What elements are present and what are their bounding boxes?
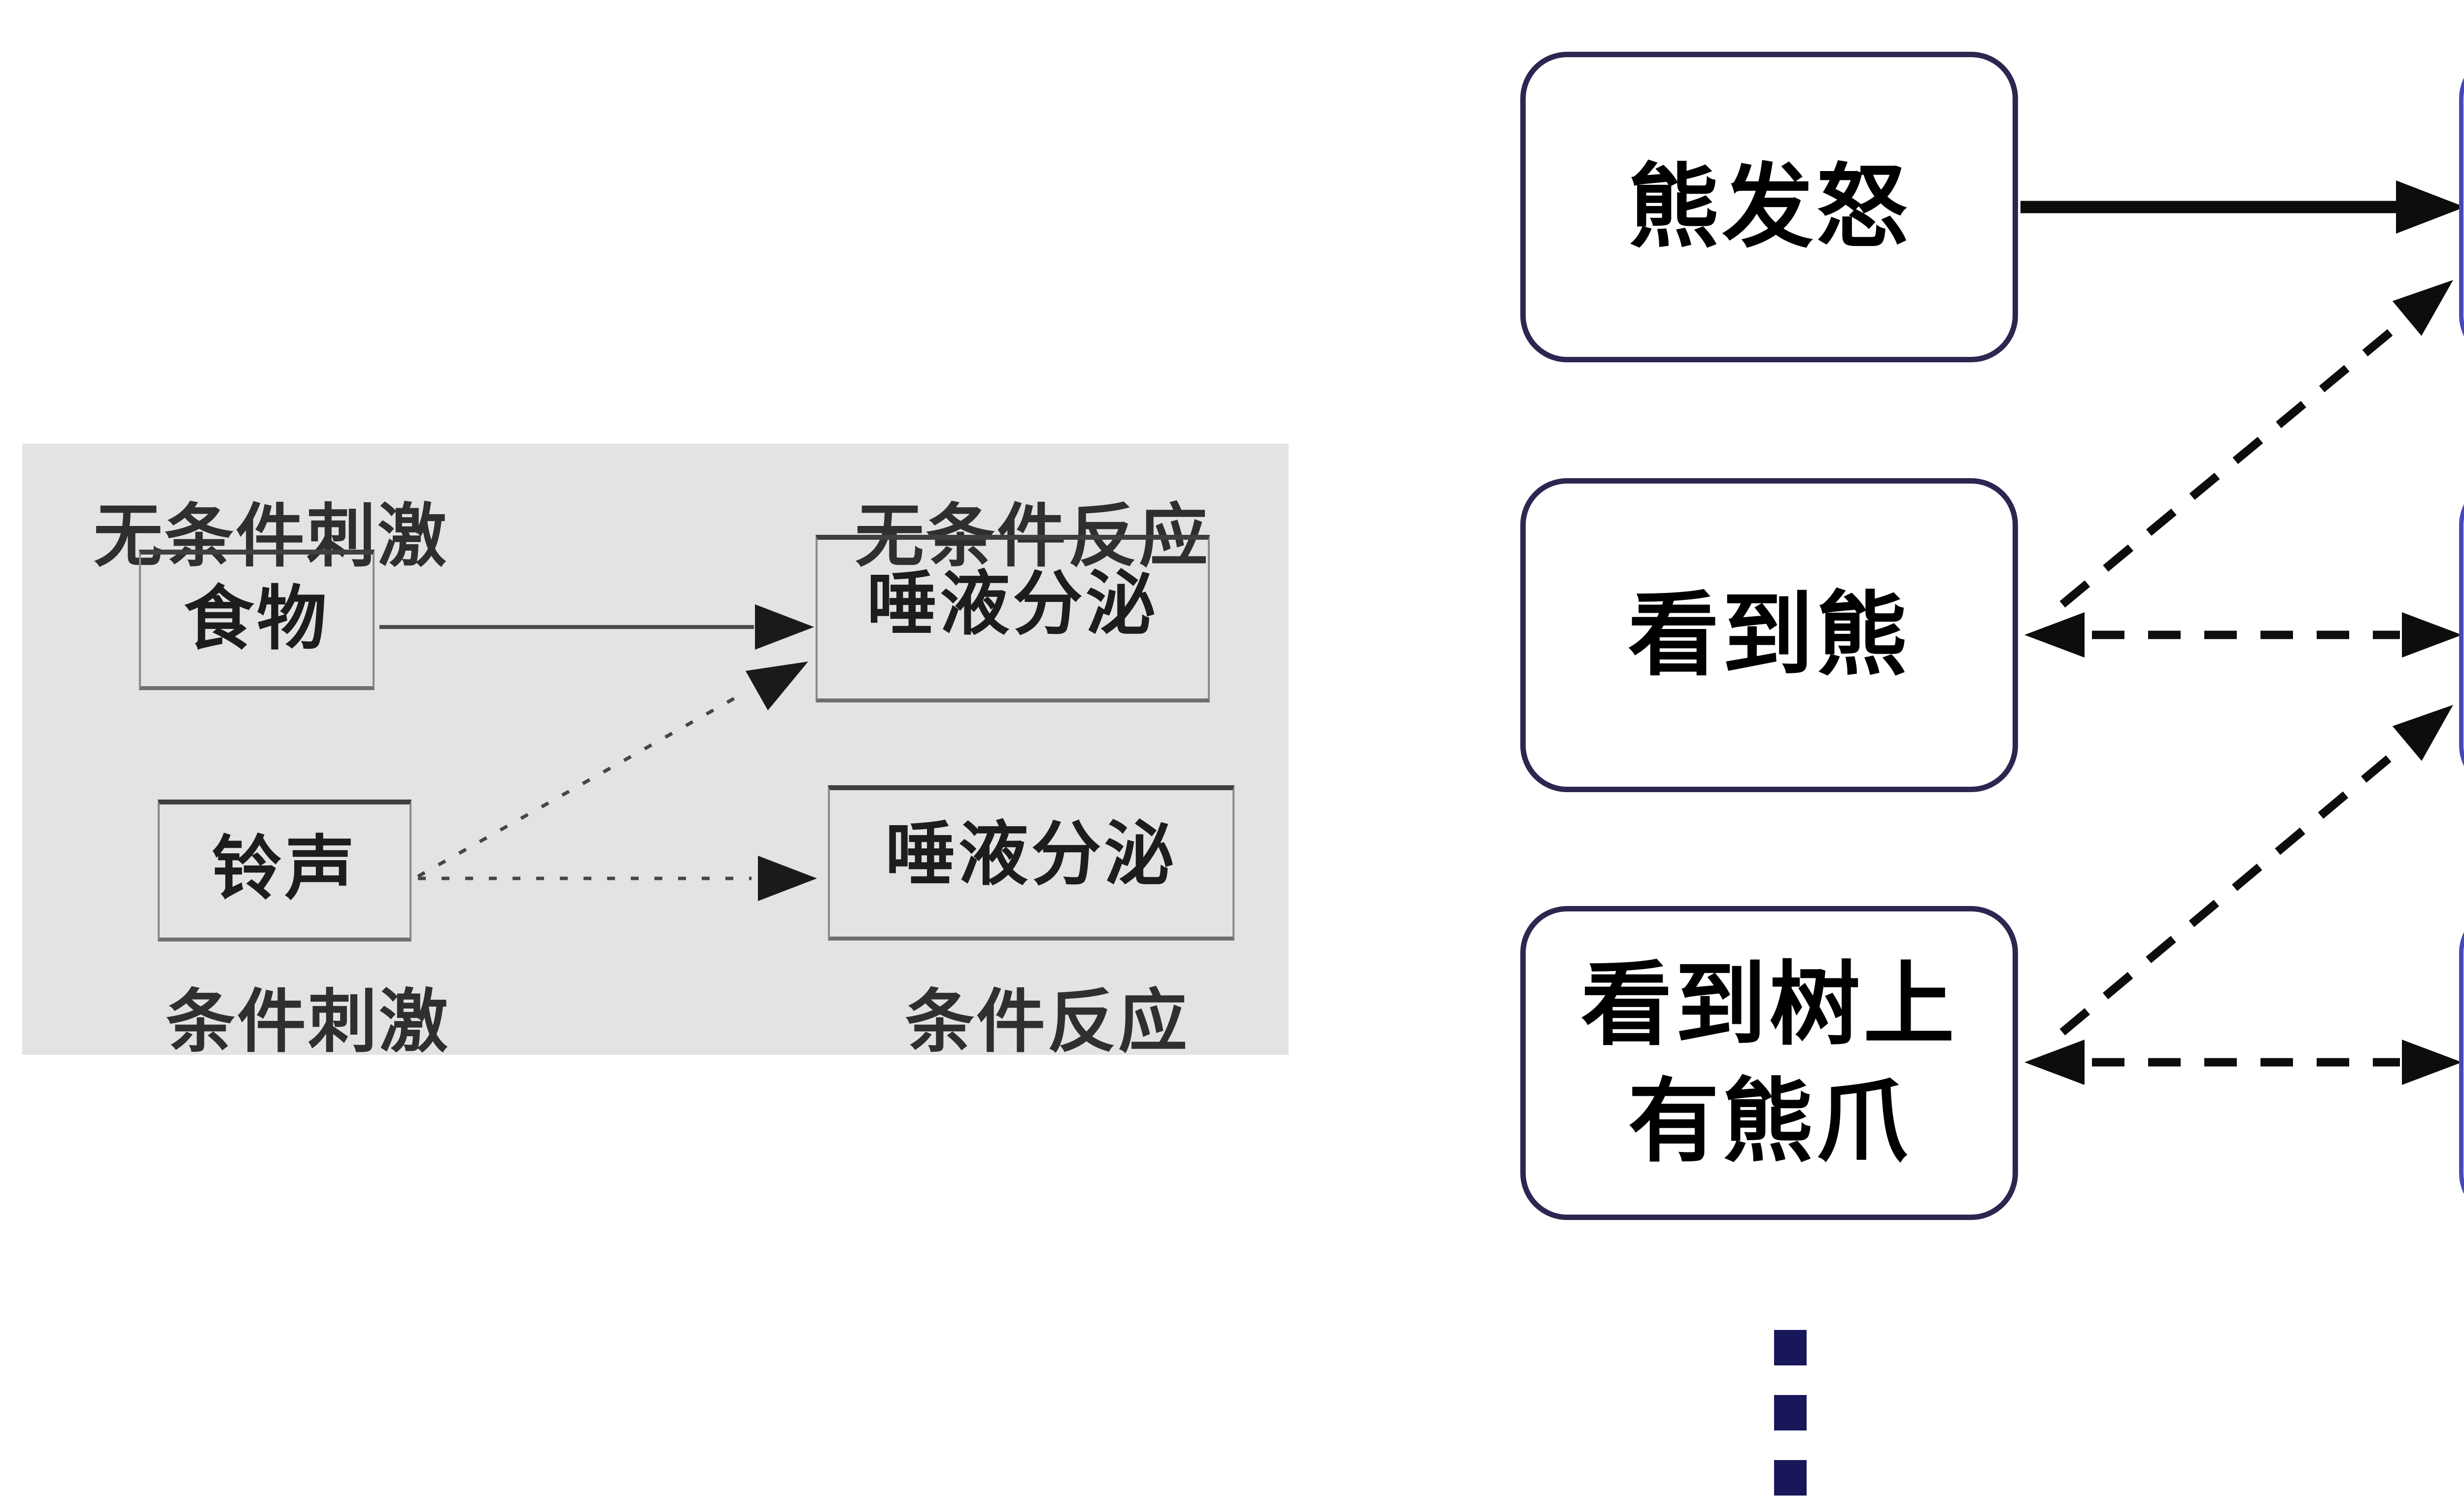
bell-box: 铃声: [158, 800, 411, 941]
arrow-head: [2392, 280, 2453, 336]
salivation-bottom-box: 唾液分泌: [828, 785, 1234, 941]
bear-rage-to-reward-arrow: [2020, 180, 2464, 234]
food-to-salivation-arrow: [379, 604, 814, 650]
arrow-line: [2059, 320, 2404, 608]
ellipsis-dot-left-2: [1774, 1395, 1807, 1430]
arrow-line: [417, 693, 741, 878]
food-box: 食物: [139, 550, 375, 690]
ellipsis-dot-left-1: [1774, 1330, 1807, 1365]
next-state-value-node: V(s′): [2459, 478, 2464, 792]
see-claw-to-value-dashed-arrow: [2024, 1040, 2462, 1085]
arrow-head: [745, 662, 808, 711]
salivation-top-box: 唾液分泌: [816, 535, 1210, 702]
salivation-bottom-box-label: 唾液分泌: [885, 814, 1177, 895]
bear-rage-node: 熊发怒: [1520, 52, 2018, 362]
bell-to-salivation-bottom-dotted-arrow: [418, 856, 817, 901]
see-bear-node: 看到熊: [1520, 478, 2018, 792]
reward-node: 奖励: [2459, 52, 2464, 362]
arrow-head: [2392, 705, 2453, 761]
see-claw-node: 看到树上 有熊爪: [1520, 906, 2018, 1220]
arrow-head-right: [2402, 612, 2462, 658]
food-box-label: 食物: [184, 578, 330, 660]
unconditioned-stimulus-label: 无条件刺激: [93, 496, 448, 577]
see-bear-label: 看到熊: [1628, 582, 1911, 689]
bell-to-salivation-top-dotted-arrow: [417, 662, 808, 878]
arrow-head: [2396, 180, 2464, 234]
conditioned-response-label: 条件反应: [905, 982, 1189, 1062]
state-value-node: V(s): [2459, 906, 2464, 1220]
arrow-head-right: [2402, 1040, 2462, 1085]
see-claw-label: 看到树上 有熊爪: [1581, 951, 1957, 1175]
ellipsis-dot-left-3: [1774, 1460, 1807, 1496]
arrow-head: [755, 604, 814, 650]
see-claw-to-next-value-dashed-arrow: [2059, 705, 2453, 1036]
see-bear-to-next-value-dashed-arrow: [2024, 612, 2462, 658]
salivation-top-box-label: 唾液分泌: [867, 563, 1159, 645]
classical-conditioning-panel: 无条件刺激 无条件反应 条件刺激 条件反应 食物 唾液分泌 铃声 唾液分泌: [22, 444, 1289, 1062]
arrow-head: [758, 856, 817, 901]
arrow-head-left: [2024, 612, 2085, 658]
arrow-line: [2059, 745, 2404, 1036]
bear-rage-label: 熊发怒: [1628, 153, 1911, 260]
bell-box-label: 铃声: [211, 828, 358, 909]
see-bear-to-reward-dashed-arrow: [2059, 280, 2453, 608]
conditioned-stimulus-label: 条件刺激: [166, 982, 450, 1062]
arrow-head-left: [2024, 1040, 2085, 1085]
